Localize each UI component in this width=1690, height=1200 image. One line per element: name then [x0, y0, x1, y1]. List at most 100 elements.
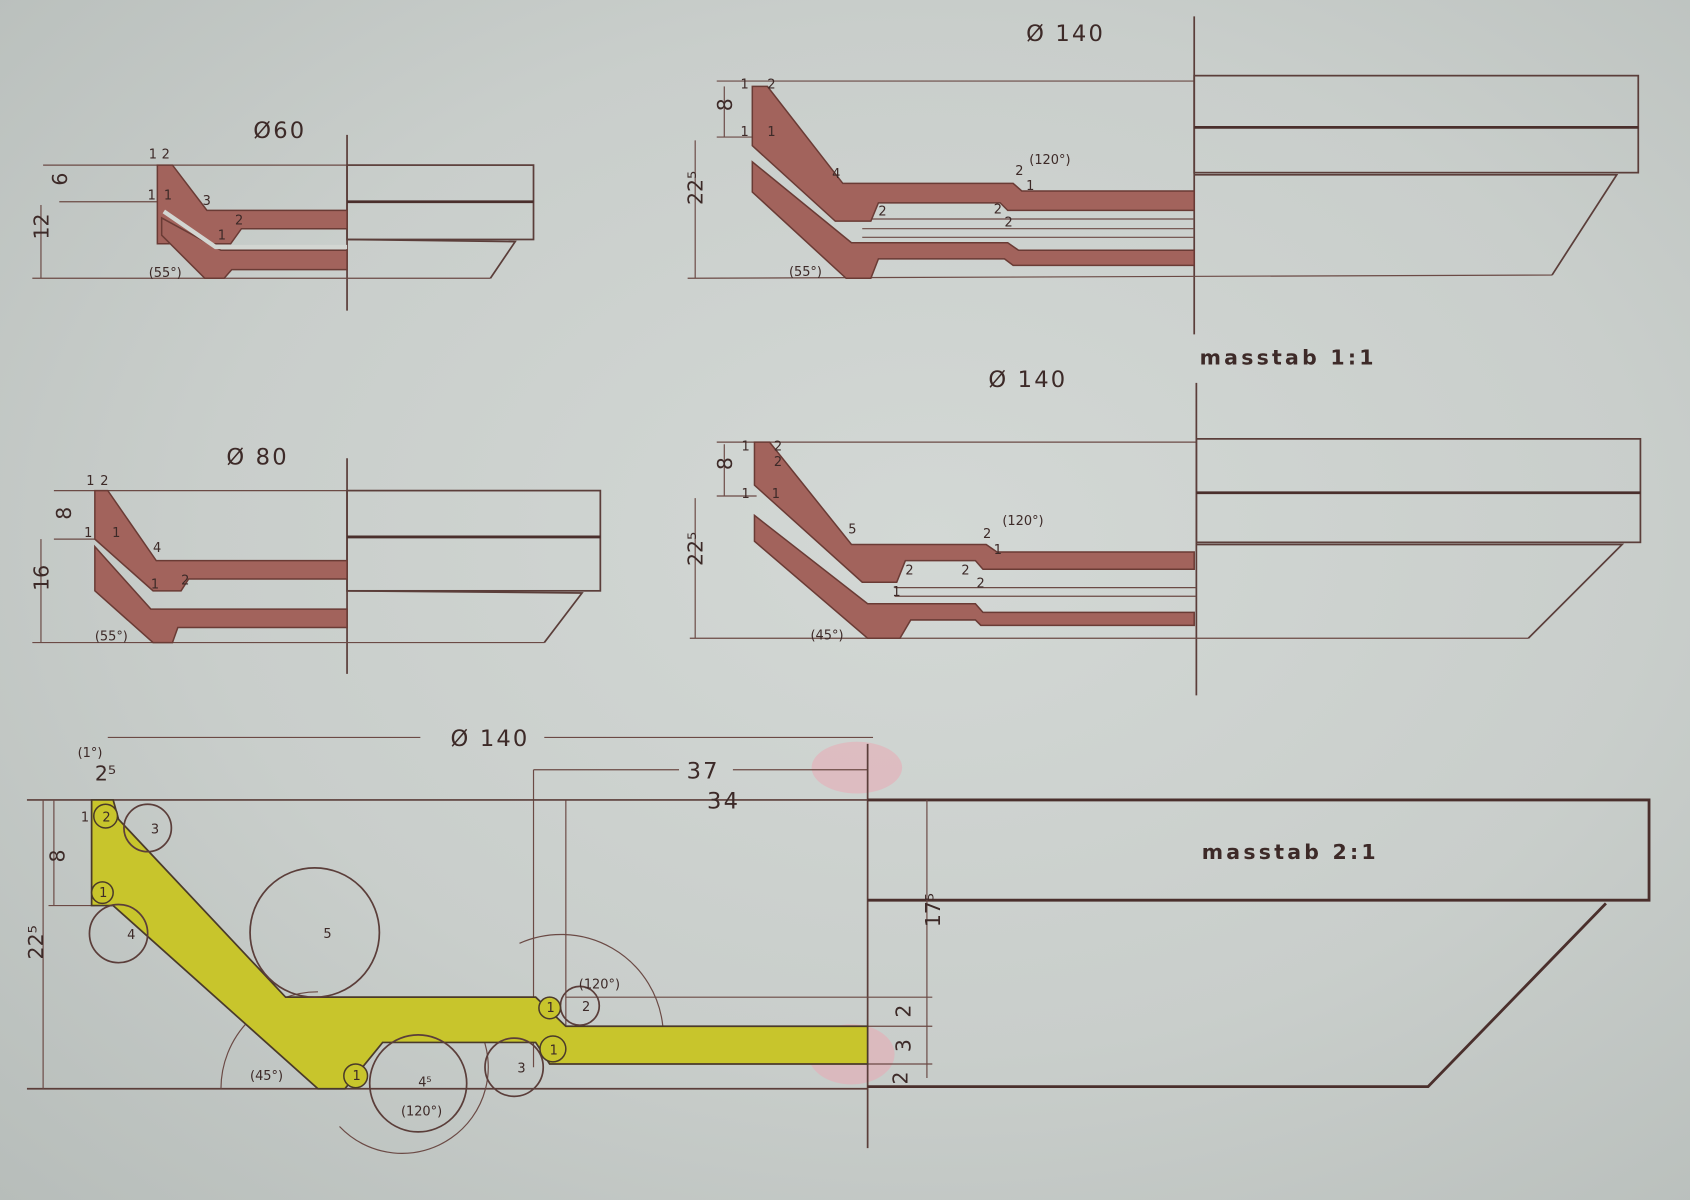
radius-circle-3 [123, 803, 173, 853]
panel-d140-a-angle-top-label: (120°) [1029, 153, 1070, 168]
panel-d80-marks-2-label: 1 [84, 526, 92, 541]
panel-d140-b-title-label: Ø 140 [988, 367, 1067, 393]
panel-d140-b-angle-label: (45°) [811, 628, 844, 643]
panel-d140-b-marks-5-label: 5 [848, 523, 856, 538]
section-box [346, 489, 602, 592]
detail-small-marks-3-label: 1 [352, 1069, 360, 1084]
panel-d140-a-marks-1-label: 2 [767, 78, 775, 93]
panel-d80-marks-4-label: 4 [153, 541, 161, 556]
panel-d60-marks-1-label: 2 [162, 148, 170, 163]
panel-d140-b-angle-top-label: (120°) [1002, 514, 1043, 529]
detail-dim-37-label: 37 [687, 758, 720, 784]
panel-d140-b-marks-11-label: 1 [892, 585, 900, 600]
panel-d60-marks-5-label: 2 [235, 213, 243, 228]
radius-circle-1 [93, 803, 119, 829]
profile-lower [160, 216, 348, 280]
radius-circle-4 [88, 903, 149, 964]
panel-d140-b-marks-9-label: 2 [983, 527, 991, 542]
panel-d140-a-marks-7-label: 2 [994, 203, 1002, 218]
panel-d80-marks-1-label: 2 [100, 474, 108, 489]
panel-d60-title-label: Ø60 [253, 118, 306, 144]
panel-d60-marks-2-label: 1 [148, 189, 156, 204]
panel-d140-a-marks-8-label: 2 [1005, 216, 1013, 231]
panel-d140-b-marks-4-label: 1 [772, 487, 780, 502]
panel-d140-a-dim-8-label: 8 [713, 98, 737, 111]
radius-circle-1 [538, 996, 562, 1020]
section-box [867, 798, 1651, 902]
panel-d80-angle-label: (55°) [95, 629, 128, 644]
panel-d140-a-marks-6-label: 2 [878, 205, 886, 220]
panel-d60-marks-4-label: 3 [203, 194, 211, 209]
panel-d140-a-marks-2-label: 1 [740, 125, 748, 140]
panel-d140-a-marks-0-label: 1 [740, 78, 748, 93]
radius-circle-1 [90, 881, 114, 905]
detail-dim-2-5-label: 2⁵ [95, 762, 116, 786]
radius-circle-3b [484, 1037, 545, 1098]
panel-d140-middle [689, 382, 1642, 696]
profile-lower [751, 160, 1195, 280]
radius-circle-1 [539, 1035, 567, 1063]
profile-upper [753, 441, 1195, 583]
panel-d140-b-dim-22-5-label: 22⁵ [684, 532, 708, 566]
detail-dim-2b-label: 2 [889, 1071, 913, 1084]
detail-small-marks-2-label: 1 [99, 886, 107, 901]
profile-upper [751, 85, 1195, 222]
panel-d80-title-label: Ø 80 [226, 445, 288, 471]
panel-d60-dim-12-label: 12 [30, 213, 54, 239]
section-box [1193, 74, 1640, 174]
taper-outline [347, 589, 584, 644]
detail-dim-34-label: 34 [707, 789, 740, 815]
panel-d140-b-marks-6-label: 2 [905, 564, 913, 579]
detail-radius-labels-1-label: 4 [127, 928, 135, 943]
panel-d140-a-marks-9-label: 1 [1026, 179, 1034, 194]
panel-d80-marks-3-label: 1 [112, 526, 120, 541]
detail-dim-8-label: 8 [46, 849, 70, 862]
detail-panel [26, 736, 1651, 1154]
detail-radius-labels-3-label: 4⁵ [418, 1076, 431, 1091]
panel-d140-b-marks-10-label: 1 [994, 543, 1002, 558]
scale-1-1-label: masstab 1:1 [1200, 345, 1377, 369]
detail-title-label: Ø 140 [451, 726, 530, 752]
detail-dim-17-5-label: 17⁵ [921, 893, 945, 927]
panel-d140-a-angle-label: (55°) [789, 265, 822, 280]
panel-d60-marks-6-label: 1 [218, 228, 226, 243]
dim-line [687, 274, 1553, 279]
taper-outline [1194, 173, 1619, 276]
panel-d60-dim-6-label: 6 [48, 173, 72, 186]
detail-radius-labels-5-label: 2 [582, 1000, 590, 1015]
panel-d80-dim-8-label: 8 [52, 507, 76, 520]
panel-d140-a-dim-22-5-label: 22⁵ [684, 171, 708, 205]
detail-angle-120a-label: (120°) [579, 978, 620, 993]
panel-d140-b-dim-8-label: 8 [713, 457, 737, 470]
detail-small-marks-4-label: 1 [546, 1001, 554, 1016]
detail-radius-labels-4-label: 3 [517, 1062, 525, 1077]
detail-dim-22-5-label: 22⁵ [24, 925, 48, 959]
smudge [811, 741, 903, 794]
panel-d80-marks-5-label: 1 [151, 578, 159, 593]
detail-dim-2a-label: 2 [892, 1005, 916, 1018]
profile-upper [94, 489, 348, 592]
panel-d80-dim-16-label: 16 [30, 565, 54, 591]
profile-detail [90, 799, 869, 1090]
panel-d140-a-title-label: Ø 140 [1026, 21, 1105, 47]
profile-lower [94, 544, 348, 644]
detail-small-marks-0-label: 1 [81, 810, 89, 825]
panel-d140-b-marks-7-label: 2 [961, 564, 969, 579]
angle-arc-120-lower [339, 1029, 489, 1154]
panel-d60-marks-3-label: 1 [164, 189, 172, 204]
panel-d140-a-marks-4-label: 4 [832, 167, 840, 182]
detail-small-marks-1-label: 2 [102, 810, 110, 825]
panel-d80-marks-6-label: 2 [181, 573, 189, 588]
profile-gap [162, 209, 348, 250]
angle-arc-120 [519, 933, 664, 1027]
panel-d80-marks-0-label: 1 [86, 474, 94, 489]
radius-circle-5 [249, 866, 381, 999]
detail-radius-labels-2-label: 5 [323, 927, 331, 942]
panel-d140-a-marks-3-label: 1 [767, 125, 775, 140]
panel-d140-a-marks-5-label: 2 [1015, 164, 1023, 179]
panel-d140-b-marks-3-label: 1 [742, 487, 750, 502]
panel-d80 [32, 458, 602, 674]
